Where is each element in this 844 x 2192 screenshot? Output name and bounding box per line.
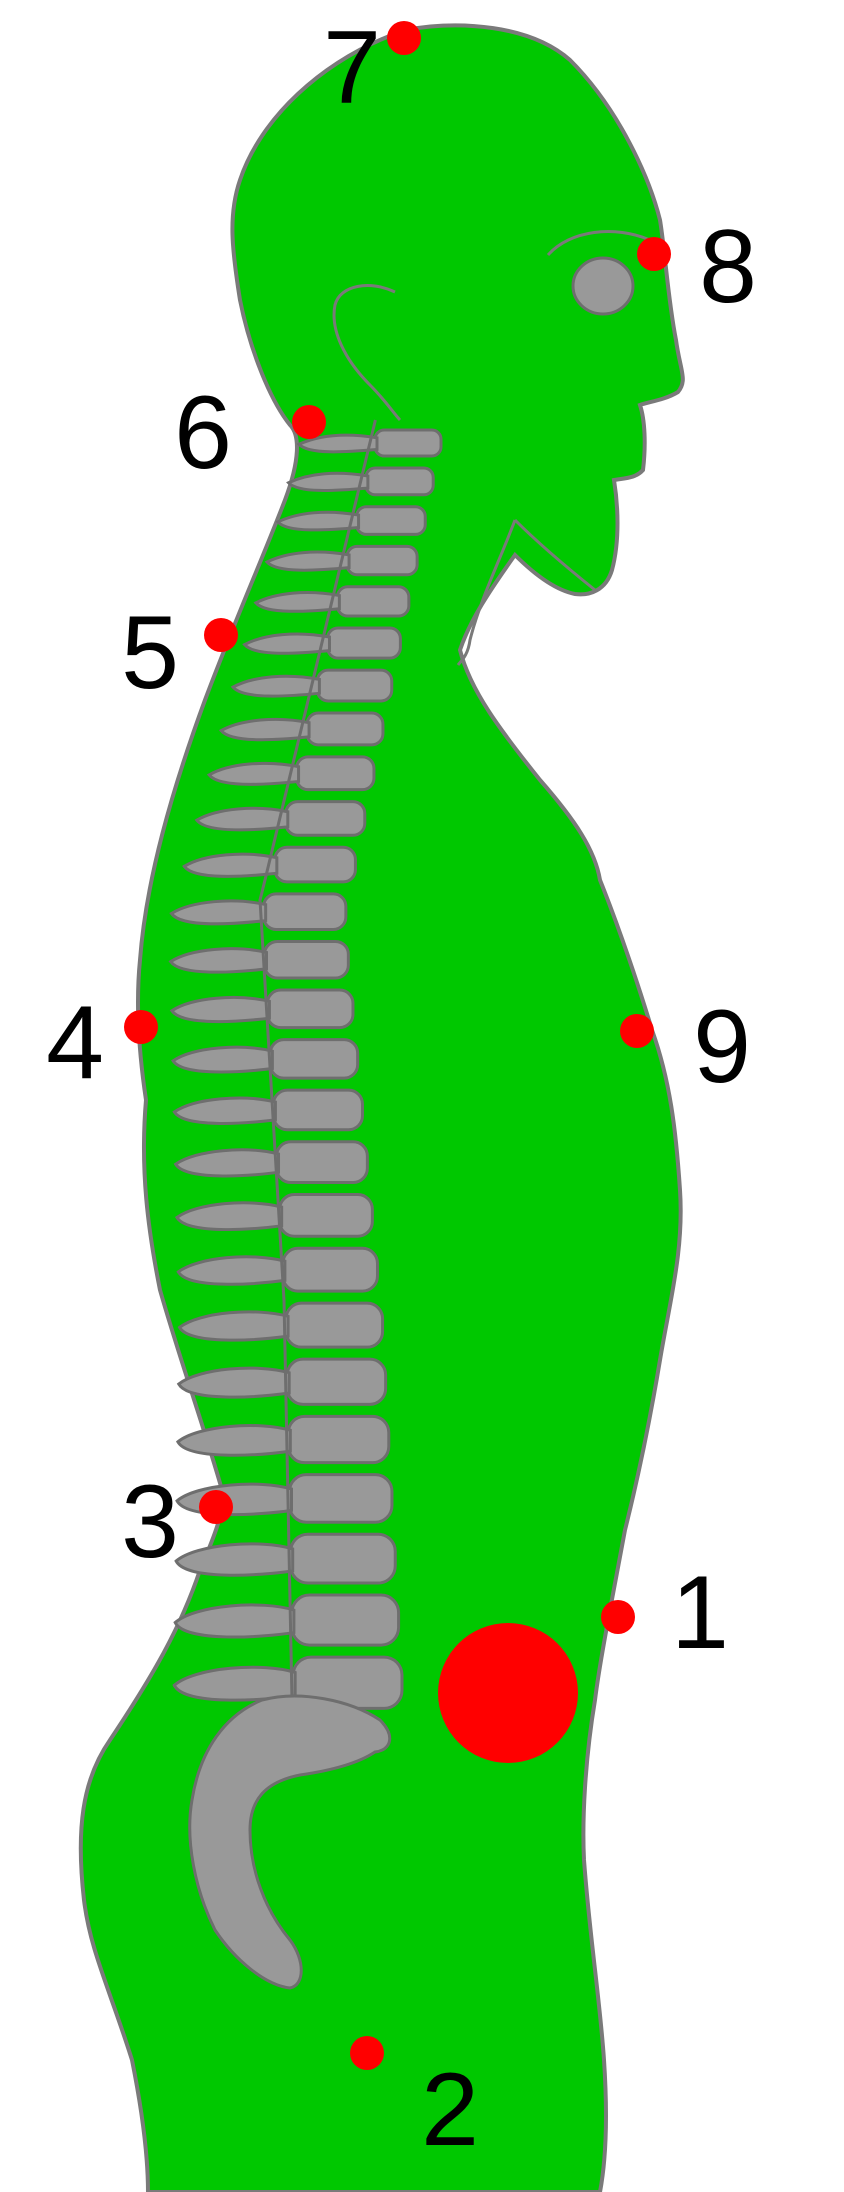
vertebra-body [355,505,427,536]
vertebra-process [172,1096,277,1125]
point-6-marker [292,405,326,439]
vertebra-process [171,1045,274,1074]
measurement-points: 1 2 3 4 5 6 7 8 9 [46,10,757,2168]
vertebra-body [290,1593,401,1647]
point-8-marker [637,237,671,271]
vertebra-process [169,899,268,926]
neck-contour [456,519,517,666]
vertebra-body [345,544,419,577]
vertebra-process [174,1201,284,1232]
vertebra-body [286,1414,391,1465]
point-1-marker [601,1600,635,1634]
point-2-marker [350,2036,384,2070]
point-7-label: 7 [323,10,381,126]
vertebra-process [175,1482,293,1517]
brow-outline [546,230,651,257]
point-5-label: 5 [121,595,179,711]
vertebra-process [264,550,351,572]
vertebra-body [262,892,348,931]
vertebra-body [265,988,355,1030]
vertebra-process [230,674,321,698]
spinal-cord [258,419,377,1701]
vertebra-body [273,845,357,884]
vertebra-process [177,1310,290,1342]
point-1-label: 1 [671,1555,729,1671]
vertebra-process [296,433,379,454]
vertebra-body [289,1532,397,1585]
vertebra-body [305,711,385,747]
point-7-marker [387,21,421,55]
vertebra-body [325,626,402,660]
point-3-label: 3 [121,1464,179,1580]
vertebra-process [206,761,301,786]
vertebra-body [268,1038,360,1080]
center-of-mass-marker [438,1623,578,1763]
sacrum [188,1694,391,1990]
point-9-label: 9 [693,989,751,1105]
vertebra-body [287,1473,394,1524]
vertebra-body [262,939,350,980]
vertebra-process [253,591,341,613]
vertebra-body [364,466,435,497]
vertebra-process [275,510,361,532]
vertebra-body [278,1192,374,1238]
eye [571,256,635,316]
vertebra-process [286,471,370,492]
vertebra-process [173,1148,281,1178]
vertebra-process [174,1542,295,1577]
point-9-marker [620,1014,654,1048]
vertebra-process [168,947,268,974]
point-4-marker [124,1010,158,1044]
vertebra-body [275,1140,369,1184]
point-4-label: 4 [46,985,104,1101]
vertebra-body [315,668,394,703]
vertebra-process [242,632,331,655]
vertebra-process [176,1255,287,1286]
vertebra-body [284,800,367,837]
vertebra-body [285,1357,388,1406]
vertebra-process [175,1424,292,1457]
vertebra-process [173,1603,296,1639]
point-3-marker [199,1490,233,1524]
vertebra-process [194,806,290,832]
vertebra-process [176,1366,291,1399]
vertebra-body [284,1301,385,1349]
point-5-marker [204,618,238,652]
ear-outline [332,284,402,422]
point-6-label: 6 [174,375,232,491]
vertebra-body [373,428,443,458]
vertebra-process [182,852,279,878]
vertebra-process [169,995,271,1024]
jaw-contour [513,518,596,592]
vertebra-body [281,1246,379,1293]
point-2-label: 2 [421,2052,479,2168]
vertebra-body [295,755,376,792]
vertebra-process [218,717,311,742]
point-8-label: 8 [699,209,757,325]
vertebra-body [271,1088,364,1132]
body-silhouette [78,23,685,2192]
vertebra-body [335,585,411,618]
